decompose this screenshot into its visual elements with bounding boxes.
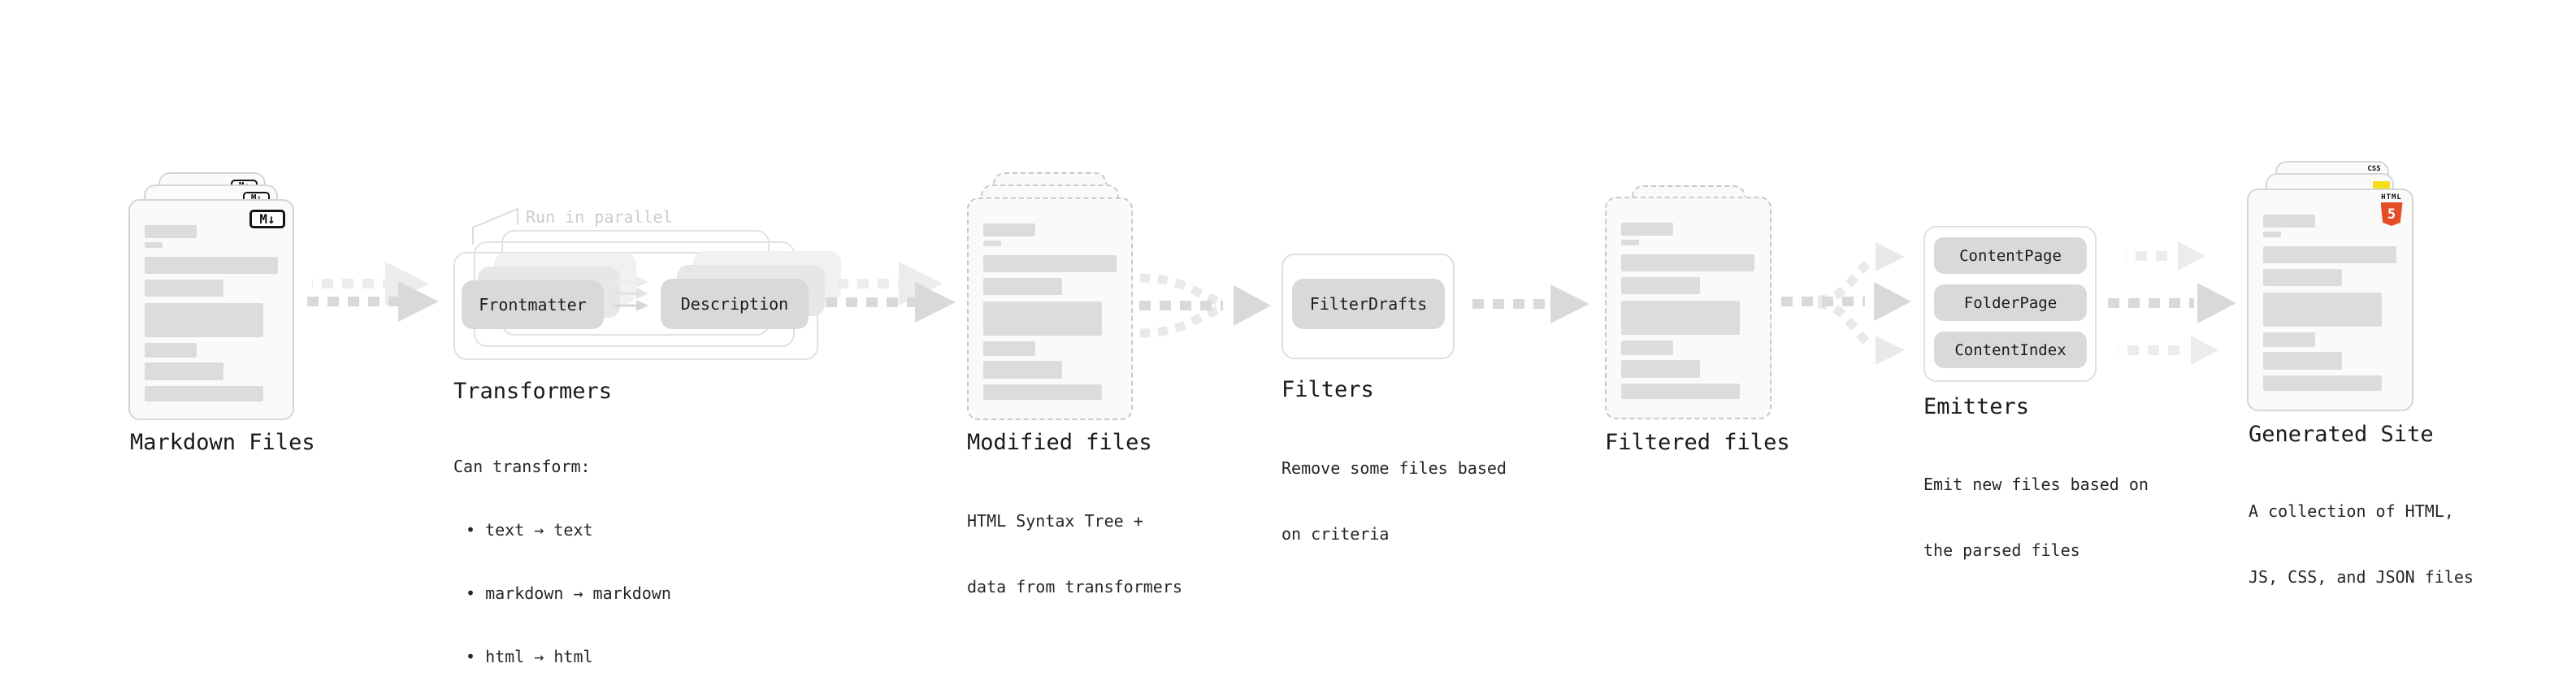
filterdrafts-pill: FilterDrafts <box>1292 279 1445 329</box>
desc-line: the parsed files <box>1923 540 2080 560</box>
text-placeholder-bar <box>983 384 1102 400</box>
folderpage-pill: FolderPage <box>1934 284 2087 321</box>
text-placeholder-bar <box>1621 340 1673 355</box>
desc-line: • markdown → markdown <box>466 583 671 603</box>
text-placeholder-bar <box>983 223 1035 236</box>
html5-icon-text: HTML <box>2381 193 2402 202</box>
text-placeholder-bar <box>2263 215 2315 228</box>
text-placeholder-bar <box>145 242 163 248</box>
markdown-file-card: M↓ <box>128 199 294 420</box>
filtered-files-label: Filtered files <box>1605 430 1790 455</box>
text-placeholder-bar <box>983 301 1102 336</box>
text-placeholder-bar <box>983 341 1035 356</box>
desc-line: Remove some files based <box>1281 458 1507 478</box>
arrow-filtered-to-emitters-diverge <box>1781 242 1911 365</box>
arrow-modified-to-filters-merge <box>1139 273 1271 338</box>
text-placeholder-bar <box>145 362 223 380</box>
arrow-markdown-to-transformers <box>307 262 439 322</box>
text-placeholder-bar <box>145 257 278 274</box>
text-placeholder-bar <box>2263 246 2396 263</box>
desc-line: JS, CSS, and JSON files <box>2249 567 2474 587</box>
arrow-transformers-to-modified <box>826 262 956 323</box>
filters-label: Filters <box>1281 377 1374 402</box>
run-in-parallel-annotation: Run in parallel <box>526 207 673 227</box>
modified-files-label: Modified files <box>967 430 1152 455</box>
generated-file-card: HTML 5 <box>2247 189 2413 411</box>
filters-description: Remove some files based on criteria <box>1281 414 1507 589</box>
description-pill: Description <box>661 279 809 329</box>
text-placeholder-bar <box>983 361 1062 379</box>
arrows-emitters-to-generated <box>2108 241 2236 365</box>
markdown-icon: M↓ <box>249 210 285 228</box>
modified-files-description: HTML Syntax Tree + data from transformer… <box>967 466 1182 642</box>
emitters-label: Emitters <box>1923 394 2030 419</box>
html5-icon: HTML 5 <box>2379 194 2405 226</box>
arrow-filters-to-filtered <box>1472 284 1589 323</box>
markdown-files-label: Markdown Files <box>130 430 315 455</box>
frontmatter-pill: Frontmatter <box>462 280 604 329</box>
text-placeholder-bar <box>1621 384 1740 399</box>
text-placeholder-bar <box>145 386 263 401</box>
desc-line: Can transform: <box>453 457 591 476</box>
text-placeholder-bar <box>1621 277 1700 294</box>
generated-site-label: Generated Site <box>2249 422 2434 447</box>
text-placeholder-bar <box>2263 232 2281 237</box>
text-placeholder-bar <box>1621 223 1673 236</box>
html5-icon-number: 5 <box>2387 206 2396 223</box>
desc-line: on criteria <box>1281 524 1390 544</box>
desc-line: data from transformers <box>967 577 1182 596</box>
text-placeholder-bar <box>1621 301 1740 335</box>
text-placeholder-bar <box>2263 269 2342 286</box>
transformers-description: Can transform: • text → text • markdown … <box>453 414 671 681</box>
text-placeholder-bar <box>2263 293 2382 327</box>
desc-line: A collection of HTML, <box>2249 501 2454 521</box>
text-placeholder-bar <box>145 343 197 358</box>
text-placeholder-bar <box>2263 375 2382 391</box>
text-placeholder-bar <box>2263 352 2342 370</box>
text-placeholder-bar <box>145 280 223 297</box>
text-placeholder-bar <box>2263 332 2315 347</box>
filtered-file-card <box>1605 197 1772 419</box>
desc-line: HTML Syntax Tree + <box>967 511 1143 531</box>
contentpage-pill: ContentPage <box>1934 237 2087 274</box>
desc-line: • html → html <box>466 647 593 666</box>
desc-line: • text → text <box>466 520 593 540</box>
emitters-description: Emit new files based on the parsed files <box>1923 430 2149 605</box>
text-placeholder-bar <box>983 255 1117 272</box>
text-placeholder-bar <box>145 303 263 337</box>
html5-icon-shield: 5 <box>2380 202 2403 226</box>
text-placeholder-bar <box>983 278 1062 295</box>
text-placeholder-bar <box>1621 254 1754 271</box>
text-placeholder-bar <box>983 241 1001 246</box>
text-placeholder-bar <box>145 225 197 238</box>
generated-site-description: A collection of HTML, JS, CSS, and JSON … <box>2249 457 2474 632</box>
contentindex-pill: ContentIndex <box>1934 332 2087 368</box>
desc-line: Emit new files based on <box>1923 475 2149 494</box>
css-icon-text: CSS <box>2367 165 2381 173</box>
javascript-icon <box>2373 181 2390 189</box>
text-placeholder-bar <box>1621 360 1700 378</box>
transformers-label: Transformers <box>453 379 613 404</box>
text-placeholder-bar <box>1621 240 1639 245</box>
modified-file-card <box>967 197 1133 420</box>
